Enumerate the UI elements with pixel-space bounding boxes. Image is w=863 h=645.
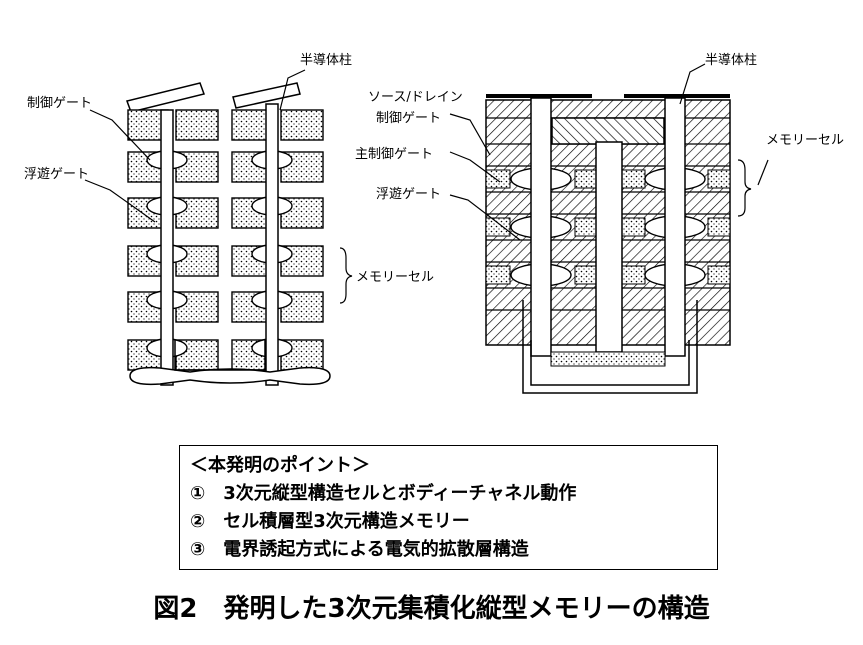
left-cell-stack: [127, 109, 324, 371]
left-cell-block: [280, 291, 324, 323]
figure-caption: 図2 発明した3次元集積化縦型メモリーの構造: [153, 594, 710, 624]
right-floating-gate-label: 浮遊ゲート: [376, 187, 441, 202]
right-dotted-cell: [574, 217, 597, 237]
left-cell-block: [280, 109, 324, 141]
left-control-gate-label: 制御ゲート: [27, 96, 92, 111]
right-dotted-cell: [485, 265, 511, 285]
left-memory-cell-label: メモリーセル: [356, 270, 434, 285]
memory-structure-diagram: 半導体柱 制御ゲート 浮遊ゲート メモリーセル 半導体柱 ソース/ドレイン 制御…: [24, 53, 844, 394]
left-cell-block: [280, 245, 324, 277]
key-point-1: ① 3次元縦型構造セルとボディーチャネル動作: [190, 483, 577, 504]
right-leaders: [449, 63, 769, 241]
right-pillar-label: 半導体柱: [705, 53, 757, 68]
left-floating-gate-label: 浮遊ゲート: [24, 167, 89, 182]
left-structure: [126, 82, 331, 386]
key-points-box: ＜本発明のポイント＞ ① 3次元縦型構造セルとボディーチャネル動作 ② セル積層…: [179, 445, 718, 570]
right-dotted-cell: [621, 217, 646, 237]
right-sd-label-line1: ソース/ドレイン: [368, 90, 463, 105]
left-leaders: [84, 69, 353, 304]
right-dotted-cell: [707, 169, 731, 189]
key-points-heading: ＜本発明のポイント＞: [190, 455, 370, 476]
left-cell-block: [175, 109, 219, 141]
right-structure: [485, 94, 731, 394]
right-dotted-cell: [621, 169, 646, 189]
right-dotted-cell: [621, 265, 646, 285]
right-dotted-cell: [574, 169, 597, 189]
right-memory-cell-label: メモリーセル: [766, 133, 844, 148]
key-point-3: ③ 電界誘起方式による電気的拡散層構造: [190, 539, 529, 560]
left-pillar-label: 半導体柱: [300, 53, 352, 68]
right-main-control-gate-label: 主制御ゲート: [355, 147, 433, 162]
right-dotted-cell: [485, 169, 511, 189]
key-point-2: ② セル積層型3次元構造メモリー: [190, 511, 470, 532]
right-dotted-cell: [707, 265, 731, 285]
right-dotted-cell: [707, 217, 731, 237]
right-dotted-cell: [485, 217, 511, 237]
right-dotted-cell: [574, 265, 597, 285]
right-sd-label-line2: 制御ゲート: [376, 111, 441, 126]
